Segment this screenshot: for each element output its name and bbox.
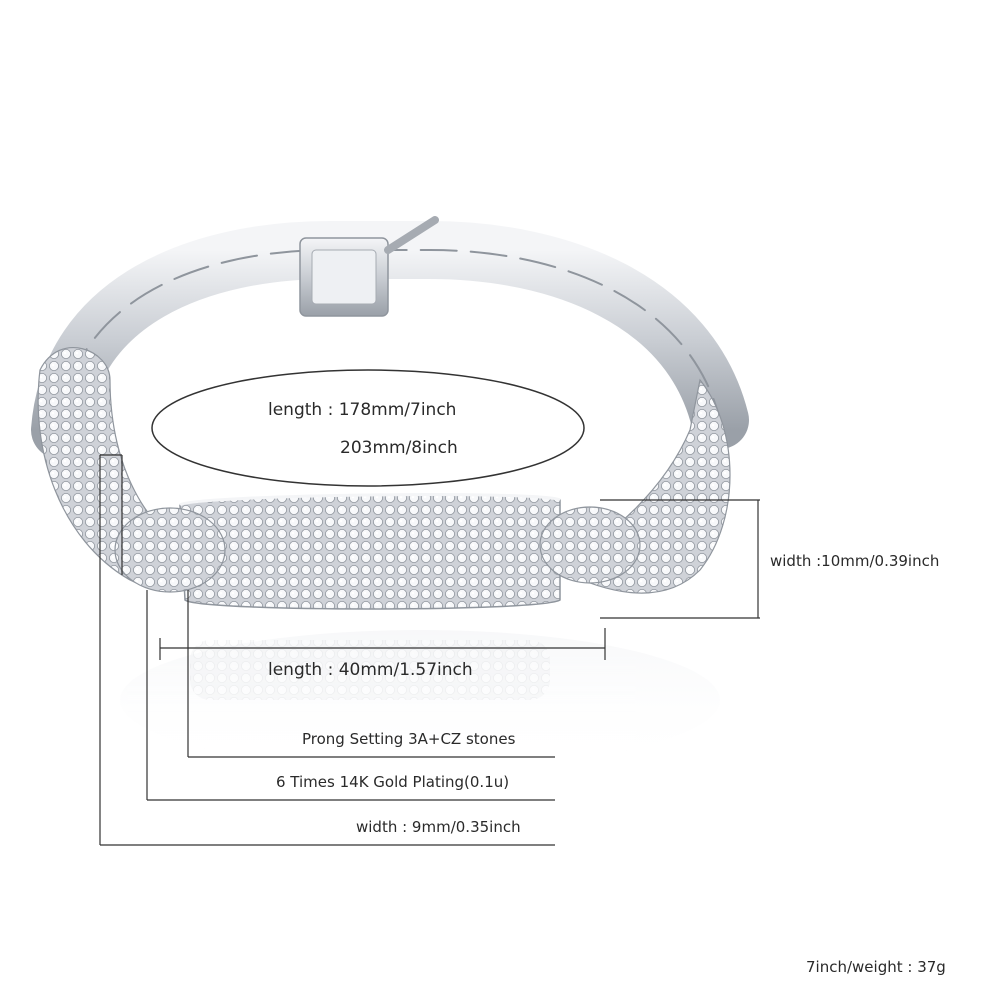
plating-label: 6 Times 14K Gold Plating(0.1u): [276, 773, 510, 791]
bracelet-length-alt-label: 203mm/8inch: [340, 438, 458, 458]
dimension-lines: [99, 454, 760, 846]
id-plate: [178, 493, 561, 610]
box-clasp: [299, 216, 439, 317]
plate-length-label: length : 40mm/1.57inch: [268, 660, 473, 680]
length-oval: [151, 369, 585, 487]
plate-link-left: [114, 507, 226, 593]
prong-setting-label: Prong Setting 3A+CZ stones: [302, 730, 516, 748]
link-width-label: width : 9mm/0.35inch: [356, 818, 521, 836]
plate-width-label: width :10mm/0.39inch: [770, 552, 940, 570]
bracelet-reflection: [120, 630, 720, 770]
bracelet-length-label: length : 178mm/7inch: [268, 400, 457, 420]
plate-link-right: [539, 506, 641, 584]
weight-label: 7inch/weight : 37g: [806, 958, 946, 976]
